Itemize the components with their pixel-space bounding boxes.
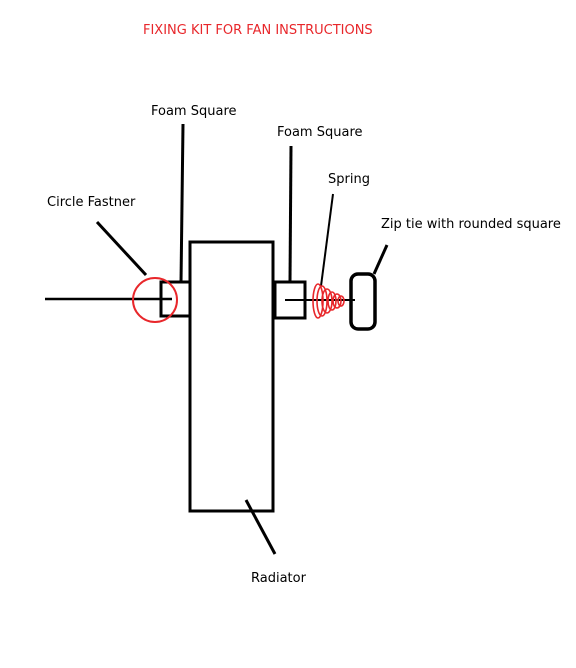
spring-coils: [312, 283, 345, 319]
label-radiator: Radiator: [251, 571, 306, 586]
radiator-body: [188, 240, 275, 513]
diagram-title: FIXING KIT FOR FAN INSTRUCTIONS: [143, 23, 373, 38]
zip-tie-rounded-square: [349, 272, 377, 331]
leader-foam-square-right: [288, 145, 293, 283]
leader-foam-square-left: [179, 123, 185, 284]
leader-zip-tie: [372, 244, 389, 275]
label-foam-square-right: Foam Square: [277, 125, 363, 140]
label-circle-fastner: Circle Fastner: [47, 195, 136, 210]
circle-fastner-highlight: [132, 277, 178, 323]
label-spring: Spring: [328, 172, 370, 187]
label-foam-square-left: Foam Square: [151, 104, 237, 119]
leader-radiator: [244, 499, 277, 555]
leader-circle-fastner: [95, 220, 148, 277]
leader-spring: [320, 193, 334, 287]
label-zip-tie: Zip tie with rounded square: [381, 217, 561, 232]
